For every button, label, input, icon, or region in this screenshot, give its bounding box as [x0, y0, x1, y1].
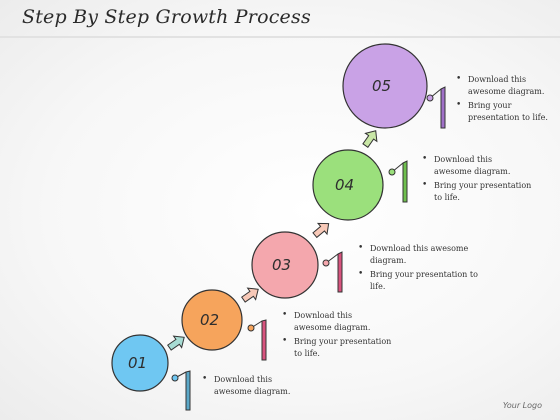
step-number-01: 01	[128, 354, 147, 372]
step-number-03: 03	[272, 256, 291, 274]
flag-marker-01	[171, 370, 191, 411]
step-number-02: 02	[200, 311, 219, 329]
step-circle-02	[181, 289, 243, 351]
step-05-bullet-2: Bring your presentation to life.	[456, 100, 552, 123]
step-text-04: Download this awesome diagram. Bring you…	[422, 154, 532, 206]
step-circle-05	[342, 43, 428, 129]
step-number-05: 05	[372, 77, 391, 95]
arrow-3-4	[312, 222, 330, 239]
flag-marker-02	[247, 319, 267, 361]
step-text-05: Download this awesome diagram. Bring you…	[456, 74, 552, 126]
arrow-1-2	[167, 335, 185, 351]
step-02-bullet-2: Bring your presentation to life.	[282, 336, 392, 359]
arrow-2-3	[241, 287, 259, 303]
page-title: Step By Step Growth Process	[22, 6, 311, 28]
step-text-01: Download this awesome diagram.	[202, 374, 302, 400]
step-04-bullet-2: Bring your presentation to life.	[422, 180, 532, 203]
step-circle-04	[312, 149, 384, 221]
flag-marker-05	[426, 86, 446, 129]
step-circle-03	[251, 231, 319, 299]
step-04-bullet-1: Download this awesome diagram.	[422, 154, 532, 177]
step-03-bullet-2: Bring your presentation to life.	[358, 269, 478, 292]
step-circle-01	[111, 334, 169, 392]
step-02-bullet-1: Download this awesome diagram.	[282, 310, 392, 333]
flag-marker-04	[388, 160, 408, 203]
step-03-bullet-1: Download this awesome diagram.	[358, 243, 478, 266]
step-text-03: Download this awesome diagram. Bring you…	[358, 243, 478, 295]
step-05-bullet-1: Download this awesome diagram.	[456, 74, 552, 97]
step-text-02: Download this awesome diagram. Bring you…	[282, 310, 392, 362]
step-number-04: 04	[335, 176, 354, 194]
logo-text: Your Logo	[502, 401, 542, 410]
flag-marker-03	[322, 251, 343, 293]
arrow-4-5	[362, 130, 378, 148]
title-underline	[0, 36, 560, 38]
step-01-bullet-1: Download this awesome diagram.	[202, 374, 302, 397]
